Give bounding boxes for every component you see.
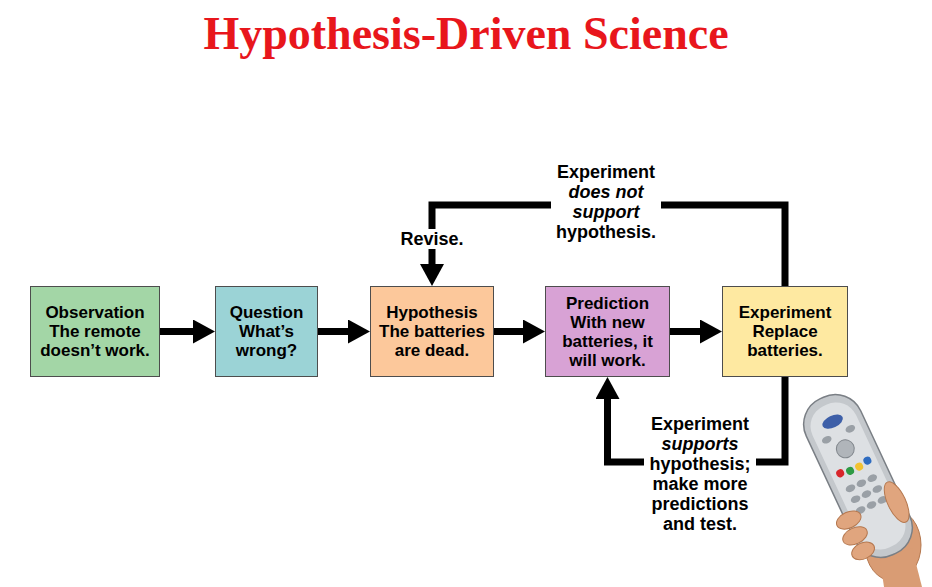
flow-arrow <box>608 377 786 462</box>
remote-button <box>850 494 862 505</box>
remote-button <box>835 468 846 479</box>
remote-keypad <box>844 473 888 515</box>
hand-fingers <box>828 478 920 564</box>
box-text: The batteries are dead. <box>375 322 489 360</box>
remote-button <box>855 478 867 489</box>
diagram-title: Hypothesis-Driven Science <box>0 6 932 62</box>
remote-button <box>844 424 856 435</box>
remote-button <box>860 489 872 500</box>
edge-label: Experiment does not support hypothesis. <box>551 162 661 242</box>
process-box: HypothesisThe batteries are dead. <box>370 286 494 377</box>
label-word: hypothesis. <box>556 222 656 242</box>
label-word: not <box>616 182 644 202</box>
label-word: test. <box>700 514 737 534</box>
remote-button <box>820 412 845 432</box>
label-word: Experiment <box>651 414 749 434</box>
label-word: more <box>704 474 748 494</box>
box-text: The remote doesn’t work. <box>35 322 155 360</box>
remote-button <box>866 500 878 511</box>
remote-body <box>794 385 921 566</box>
thumb <box>879 478 914 525</box>
flow-arrow <box>160 328 205 335</box>
remote-button <box>866 473 878 484</box>
process-box: PredictionWith new batteries, it will wo… <box>545 286 670 377</box>
process-box: ObservationThe remote doesn’t work. <box>30 286 160 377</box>
remote-face <box>803 395 912 557</box>
box-heading: Question <box>230 303 304 322</box>
box-text: With new batteries, it will work. <box>550 313 665 370</box>
remote-control <box>784 384 924 571</box>
finger <box>849 539 878 564</box>
flow-arrow <box>494 328 535 335</box>
box-heading: Prediction <box>566 294 649 313</box>
box-heading: Hypothesis <box>386 303 478 322</box>
connector-group <box>160 205 785 462</box>
process-box: QuestionWhat’s wrong? <box>215 286 318 377</box>
flow-arrow <box>318 328 360 335</box>
remote-button <box>862 455 873 466</box>
box-heading: Observation <box>45 303 144 322</box>
label-word: Experiment <box>557 162 655 182</box>
remote-dpad <box>833 437 857 461</box>
label-word: make <box>652 474 703 494</box>
label-word: predictions <box>651 494 748 514</box>
remote-button <box>871 484 883 495</box>
remote-button <box>845 466 856 477</box>
label-word: hypothesis; <box>649 454 750 474</box>
label-word: and <box>663 514 700 534</box>
label-word: does <box>569 182 616 202</box>
process-box: ExperimentReplace batteries. <box>722 286 848 377</box>
box-text: What’s wrong? <box>220 322 313 360</box>
note-label: Revise. <box>395 229 468 249</box>
remote-button <box>821 435 833 446</box>
label-word: supports <box>661 434 738 454</box>
flow-arrow <box>670 328 712 335</box>
edge-label: Experiment supports hypothesis; make mor… <box>644 414 755 534</box>
box-text: Replace batteries. <box>727 322 843 360</box>
label-word: support <box>573 202 640 222</box>
remote-button <box>844 483 856 494</box>
box-heading: Experiment <box>739 303 832 322</box>
remote-button <box>854 461 865 472</box>
